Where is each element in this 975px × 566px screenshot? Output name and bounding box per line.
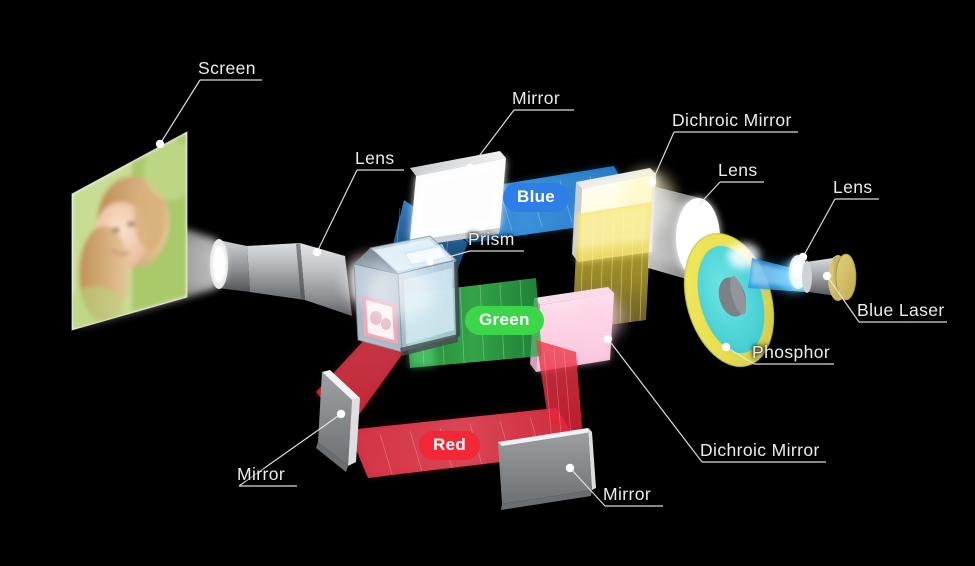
dot-top-dichroic [647, 177, 657, 187]
leader-dots [155, 139, 832, 473]
label-dichroic-bottom: Dichroic Mirror [700, 440, 820, 460]
label-lens-collector: Lens [718, 160, 758, 180]
label-lens-laser: Lens [833, 177, 873, 197]
dot-top-mirror [465, 163, 475, 173]
dot-bottom-dichroic [603, 334, 613, 344]
dot-right-mirror [565, 463, 575, 473]
dot-prism [426, 258, 434, 266]
dot-phosphor [721, 342, 731, 352]
channel-pill-blue: Blue [503, 183, 570, 212]
dot-projection-lens [312, 247, 322, 257]
dot-blue-laser [822, 271, 832, 281]
label-dichroic-top: Dichroic Mirror [672, 110, 792, 130]
dot-left-mirror [336, 409, 346, 419]
leader-lines [159, 79, 947, 507]
right-mirror [498, 428, 596, 510]
screen [71, 130, 188, 331]
projection-lens [210, 239, 352, 316]
label-lens-projection: Lens [355, 148, 395, 168]
dot-screen [155, 139, 165, 149]
blue-laser-module [802, 253, 857, 301]
label-mirror-right: Mirror [603, 484, 652, 504]
label-prism: Prism [468, 229, 515, 249]
channel-pill-red: Red [419, 431, 481, 460]
label-blue-laser: Blue Laser [857, 300, 945, 320]
label-mirror-left: Mirror [237, 464, 286, 484]
label-screen: Screen [198, 58, 256, 78]
label-mirror-top: Mirror [512, 88, 561, 108]
dot-collector-lens [691, 203, 701, 213]
label-phosphor: Phosphor [752, 342, 831, 362]
top-mirror [409, 151, 506, 247]
dot-laser-lens [798, 252, 808, 262]
prism [353, 235, 460, 356]
left-mirror [316, 370, 360, 472]
channel-pill-green: Green [465, 306, 544, 335]
